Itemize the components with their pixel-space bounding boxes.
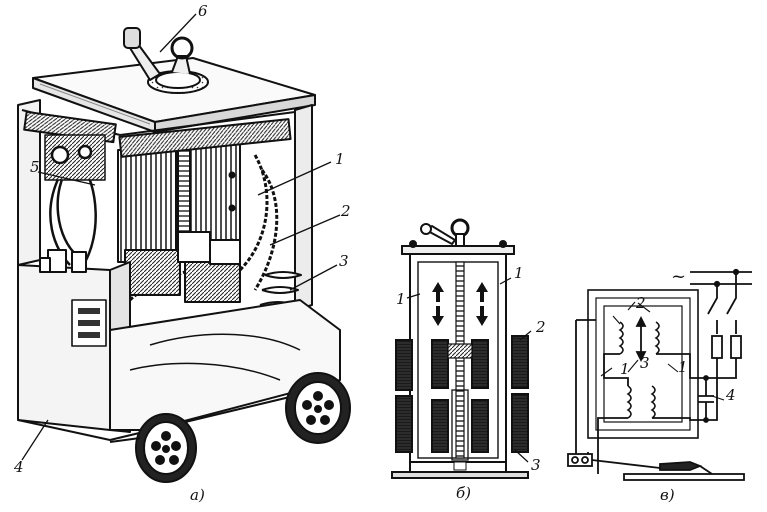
label-2-panel-b: 2 [536, 318, 546, 336]
left-wiring [44, 134, 106, 266]
label-ac-panel-c: ~ [671, 266, 687, 287]
label-1-panel-a: 1 [335, 150, 345, 168]
label-2-panel-a: 2 [341, 202, 351, 220]
panel-b-section-view [391, 218, 532, 479]
label-6-panel-a: 6 [198, 2, 208, 20]
panel-a-leaders [21, 13, 341, 461]
panel-c-schematic [567, 268, 752, 481]
wheel-rear [135, 413, 197, 483]
label-1-right-panel-b: 1 [514, 264, 524, 282]
label-4-panel-a: 4 [14, 458, 24, 476]
movement-arrows [432, 282, 488, 326]
wheel-front [285, 372, 351, 444]
caption-panel-c: в) [660, 486, 675, 504]
label-3-panel-a: 3 [339, 252, 349, 270]
caption-panel-b: б) [456, 484, 472, 502]
label-1-left-panel-b: 1 [396, 290, 406, 308]
coil-blocks [124, 231, 241, 303]
panel-c-leaders [600, 301, 725, 401]
label-1-right-panel-c: 1 [678, 358, 688, 376]
caption-panel-a: а) [190, 486, 205, 504]
label-4-panel-c: 4 [726, 386, 736, 404]
label-5-panel-a: 5 [30, 158, 40, 176]
label-3-panel-b: 3 [531, 456, 541, 474]
regulating-handle [123, 27, 209, 94]
base-frame [17, 249, 341, 441]
panel-b-leaders [406, 277, 532, 463]
label-3-panel-c: 3 [640, 354, 650, 372]
panel-a-machine-view [17, 13, 351, 483]
label-1-left-panel-c: 1 [620, 360, 630, 378]
label-2-panel-c: 2 [636, 294, 646, 312]
